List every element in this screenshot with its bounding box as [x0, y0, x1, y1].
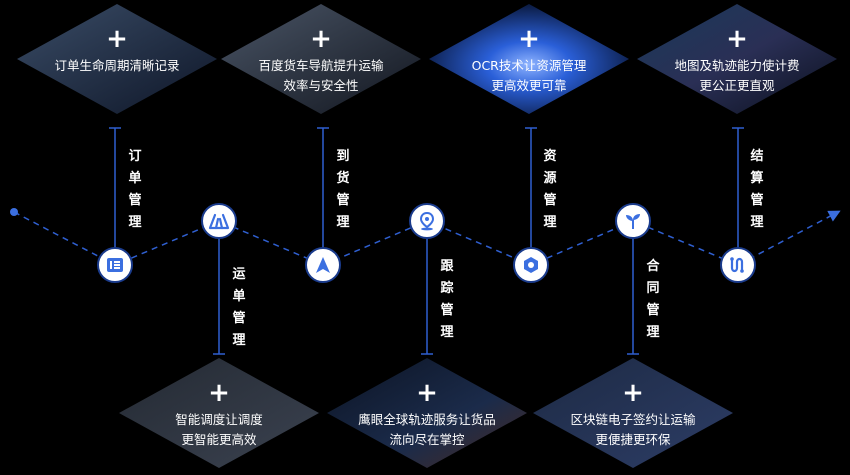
card-text: 智能调度让调度 [175, 412, 263, 427]
card-text: 订单生命周期清晰记录 [54, 58, 180, 73]
stage-label-order: 订单管理 [128, 149, 142, 230]
card-bg [119, 358, 319, 468]
start-dot [10, 208, 18, 216]
card-text: OCR技术让资源管理 [471, 58, 587, 73]
plus-icon: + [726, 24, 748, 54]
navigation-arrow-icon [316, 257, 330, 273]
plus-icon: + [208, 378, 230, 408]
card-bg [327, 358, 527, 468]
card-text: 百度货车导航提升运输 [258, 58, 384, 73]
waybill-node [201, 203, 237, 239]
sprout-icon [626, 214, 640, 229]
road-lanes-icon [208, 213, 230, 230]
plus-icon: + [518, 24, 540, 54]
card-billing: + 地图及轨迹能力使计费 更公正更直观 [637, 4, 837, 114]
card-bg [429, 4, 629, 114]
arrival-node [305, 247, 341, 283]
location-pin-icon [419, 211, 435, 231]
card-order-lifecycle: + 订单生命周期清晰记录 [17, 4, 217, 114]
card-text: 更公正更直观 [699, 78, 775, 93]
card-text: 地图及轨迹能力使计费 [674, 58, 800, 73]
document-list-icon [107, 258, 123, 272]
plus-icon: + [416, 378, 438, 408]
order-node [97, 247, 133, 283]
stage-label-waybill: 运单管理 [232, 267, 246, 348]
card-bg [533, 358, 733, 468]
card-blockchain: + 区块链电子签约让运输 更便捷更环保 [533, 358, 733, 468]
resource-node [513, 247, 549, 283]
card-truck-navigation: + 百度货车导航提升运输 效率与安全性 [221, 4, 421, 114]
stage-label-settlement: 结算管理 [750, 149, 764, 230]
plus-icon: + [106, 24, 128, 54]
card-smart-dispatch: + 智能调度让调度 更智能更高效 [119, 358, 319, 468]
card-eagle-eye: + 鹰眼全球轨迹服务让货品 流向尽在掌控 [327, 358, 527, 468]
settlement-node [720, 247, 756, 283]
card-bg [637, 4, 837, 114]
hexagon-nut-icon [524, 257, 538, 273]
stage-label-resource: 资源管理 [543, 149, 557, 230]
stage-label-tracking: 跟踪管理 [440, 259, 454, 340]
card-bg [17, 4, 217, 114]
card-text: 更便捷更环保 [595, 432, 671, 447]
tracking-node [409, 203, 445, 239]
stage-label-arrival: 到货管理 [336, 149, 350, 230]
card-ocr: + OCR技术让资源管理 更高效更可靠 [429, 4, 629, 114]
card-text: 更高效更可靠 [491, 78, 567, 93]
route-path-icon [730, 257, 744, 273]
card-text: 效率与安全性 [283, 78, 359, 93]
plus-icon: + [310, 24, 332, 54]
card-text: 区块链电子签约让运输 [570, 412, 696, 427]
card-text: 更智能更高效 [181, 432, 257, 447]
plus-icon: + [622, 378, 644, 408]
card-bg [221, 4, 421, 114]
contract-node [615, 203, 651, 239]
card-text: 流向尽在掌控 [389, 432, 465, 447]
card-text: 鹰眼全球轨迹服务让货品 [358, 412, 496, 427]
stage-label-contract: 合同管理 [646, 259, 660, 340]
